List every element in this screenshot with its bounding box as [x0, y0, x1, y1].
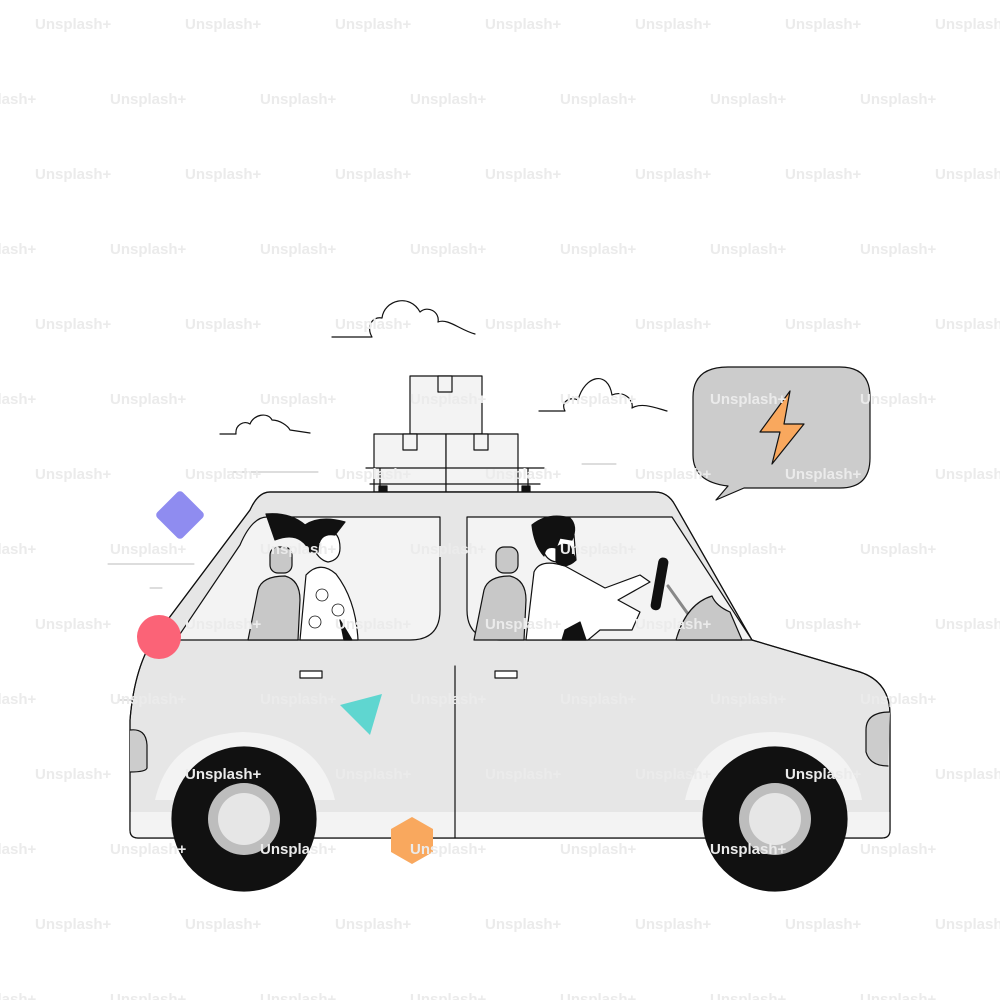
rear-wheel — [171, 746, 317, 892]
passenger-woman — [265, 513, 359, 641]
rear-seat — [247, 575, 301, 641]
speech-bubble — [692, 366, 871, 501]
hexagon-shape — [391, 817, 433, 864]
car — [129, 491, 891, 892]
front-wheel — [702, 746, 848, 892]
roof-boxes — [365, 375, 545, 495]
circle-shape — [137, 615, 181, 659]
lightning-bolt-icon — [759, 390, 805, 465]
front-seat — [473, 575, 527, 641]
dashboard — [675, 595, 743, 641]
cloud-icon — [219, 300, 668, 435]
driver-man — [525, 515, 743, 641]
triangle-shape — [340, 694, 382, 735]
diamond-shape — [156, 491, 204, 539]
